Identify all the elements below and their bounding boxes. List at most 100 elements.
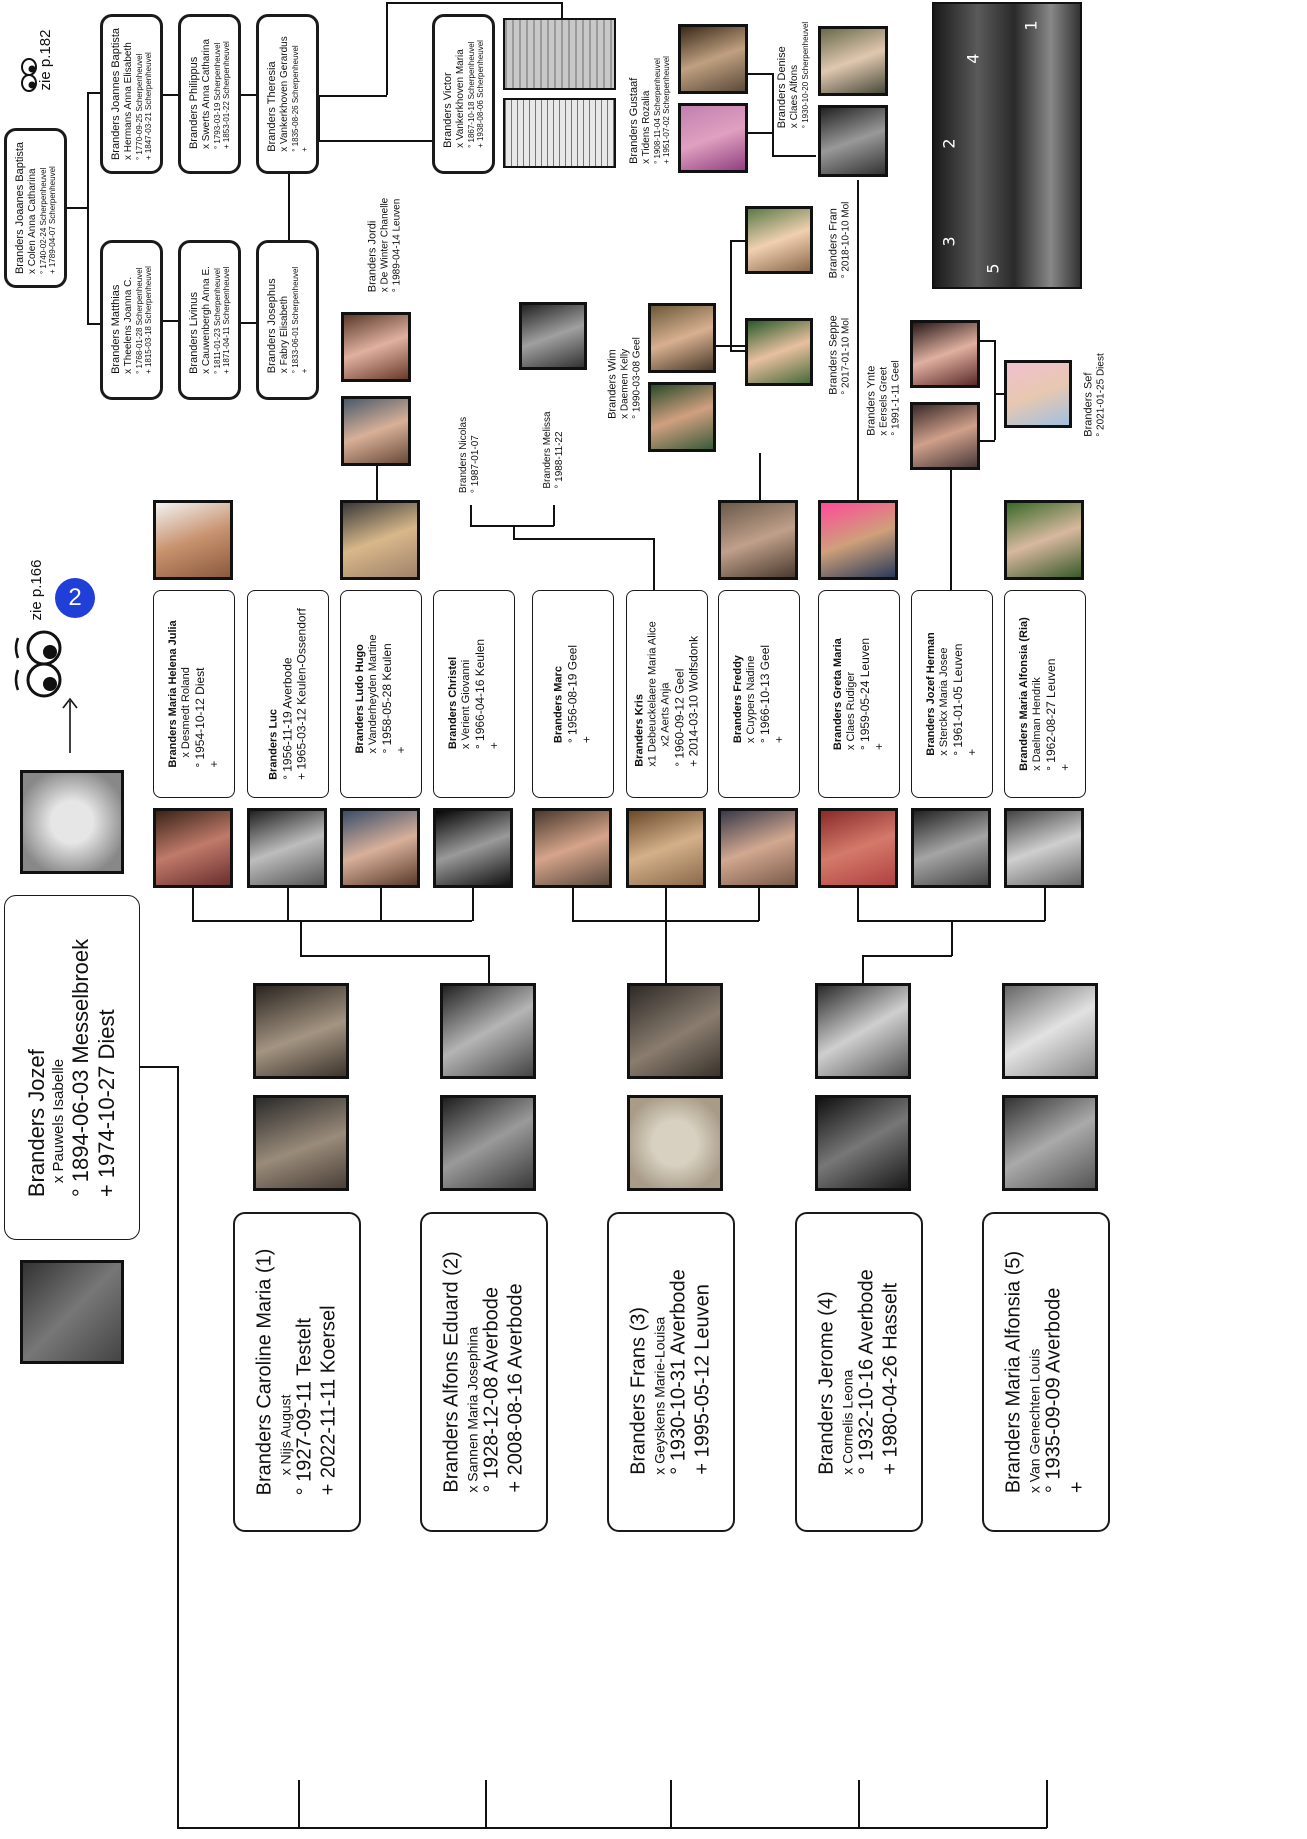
grandchild-card[interactable]: Branders Kris x1 Debeuckelaere Maria Ali… (626, 590, 708, 798)
ancestor-card[interactable]: Branders Theresia x Vankerkhoven Gerardu… (256, 14, 319, 174)
ancestor-name: Branders Joannes Baptista (109, 27, 122, 161)
connector (470, 505, 472, 526)
grandchild-card[interactable]: Branders Marc ° 1956-08-19 Geel + (532, 590, 614, 798)
connector (857, 888, 859, 921)
connector (1044, 888, 1046, 921)
connector (994, 393, 1006, 395)
gustaaf-birth: ° 1908-11-04 Scherpenheuvel (652, 58, 662, 164)
xref-mid[interactable]: zie p.166 (22, 550, 52, 630)
grandchild-card[interactable]: Branders Jozef Herman x Sterckx Maria Jo… (911, 590, 993, 798)
grandchild-name: Branders Marc (552, 666, 565, 744)
jordi-birth: ° 1989-04-14 Leuven (391, 198, 403, 293)
connector (772, 73, 774, 155)
grandchild-card[interactable]: Branders Luc ° 1956-11-19 Averbode + 196… (247, 590, 329, 798)
connector (386, 2, 388, 95)
grandchild-death: + (486, 742, 501, 750)
nicolas-name: Branders Nicolas (458, 416, 470, 494)
ancestor-card[interactable]: Branders Joaanes Baptista x Colen Anna C… (4, 128, 67, 288)
grandchild-card[interactable]: Branders Maria Alfonsia (Ria) x Daelman … (1004, 590, 1086, 798)
grandchild-spouse: x Cuypers Nadine (744, 655, 757, 744)
grandchild-spouse: x Desmedt Roland (179, 667, 192, 758)
grandchild-card[interactable]: Branders Freddy x Cuypers Nadine ° 1966-… (718, 590, 800, 798)
fran-label: Branders Fran ° 2018-10-10 Mol (820, 200, 860, 280)
grandchild-spouse: x Claes Rudiger (844, 671, 857, 751)
connector (759, 453, 761, 501)
connector (561, 2, 563, 20)
connector (857, 920, 1045, 922)
grandchild-birth: ° 1966-10-13 Geel (757, 644, 772, 744)
child-birth: ° 1930-10-31 Averbode (667, 1269, 690, 1475)
child-birth: ° 1927-09-11 Testelt (293, 1318, 316, 1496)
connector (472, 888, 474, 921)
seppe-photo (745, 318, 813, 386)
connector (653, 538, 655, 590)
root-death: + 1974-10-27 Diest (93, 1008, 119, 1197)
grandchild-death: + (871, 743, 886, 751)
connector (980, 440, 995, 442)
group-photo-number: 5 (983, 263, 1003, 274)
grandchild-spouse: x Sterckx Maria Josee (937, 647, 950, 756)
ancestor-birth: ° 1811-01-23 Scherpenheuvel (212, 268, 222, 374)
grandchild-spouse-photo (718, 500, 798, 580)
grandchild-spouse-photo (1004, 500, 1084, 580)
sef-name: Branders Sef (1082, 372, 1095, 437)
denise-spouse: x Claes Alfons (788, 64, 800, 128)
jordi-photo (341, 396, 411, 466)
melissa-label: Branders Melissa ° 1988-11-22 (534, 405, 574, 495)
grandchild-card[interactable]: Branders Greta Maria x Claes Rudiger ° 1… (818, 590, 900, 798)
connector (192, 920, 472, 922)
ancestor-card[interactable]: Branders Josephus x Fabry Elisabeth ° 18… (256, 240, 319, 400)
grandchild-card[interactable]: Branders Maria Helena Julia x Desmedt Ro… (153, 590, 235, 798)
ynte-spouse: x Eersels Greet (878, 366, 890, 436)
grandchild-spouse: x Verient Giovanni (459, 659, 472, 750)
grandchild-birth: ° 1958-05-28 Keulen (379, 643, 394, 754)
grandchild-card[interactable]: Branders Ludo Hugo x Vanderheyden Martin… (340, 590, 422, 798)
ancestor-card[interactable]: Branders Livinus x Cauwenbergh Anna E. °… (178, 240, 241, 400)
wim-spouse-photo (648, 303, 716, 373)
child-card[interactable]: Branders Caroline Maria (1) x Nijs Augus… (233, 1212, 361, 1532)
fran-name: Branders Fran (827, 208, 840, 279)
root-person-card[interactable]: Branders Jozef x Pauwels Isabelle ° 1894… (4, 895, 140, 1240)
connector (87, 92, 101, 94)
child-death: + 1980-04-26 Hasselt (879, 1282, 902, 1475)
fran-photo (745, 206, 813, 274)
connector (298, 1780, 300, 1828)
sef-label: Branders Sef ° 2021-01-25 Diest (1075, 345, 1115, 445)
connector (572, 888, 574, 921)
grandchild-card[interactable]: Branders Christel x Verient Giovanni ° 1… (433, 590, 515, 798)
child-card[interactable]: Branders Jerome (4) x Cornelis Leona ° 1… (795, 1212, 923, 1532)
child-card[interactable]: Branders Maria Alfonsia (5) x Van Genech… (982, 1212, 1110, 1532)
ancestor-card[interactable]: Branders Matthias x Theelens Joanna C. °… (100, 240, 163, 400)
child-photo (1002, 1095, 1098, 1191)
child-birth: ° 1932-10-16 Averbode (855, 1269, 878, 1475)
jordi-spouse: x De Winter Chanelle (379, 197, 391, 293)
child-photo (627, 1095, 723, 1191)
document-image (503, 98, 616, 168)
grandchild-name: Branders Greta Maria (831, 638, 844, 751)
child-spouse-photo (253, 983, 349, 1079)
child-card[interactable]: Branders Frans (3) x Geyskens Marie-Loui… (607, 1212, 735, 1532)
jordi-label: Branders Jordi x De Winter Chanelle ° 19… (360, 190, 410, 300)
xref-top[interactable]: zie p.182 (34, 20, 58, 100)
grandchild-birth: ° 1954-10-12 Diest (192, 667, 207, 768)
child-card[interactable]: Branders Alfons Eduard (2) x Sannen Mari… (420, 1212, 548, 1532)
grandchild-spouse: x Daelman Hendrik (1030, 677, 1043, 771)
ancestor-spouse: x Cauwenbergh Anna E. (200, 266, 212, 374)
child-spouse-photo (440, 983, 536, 1079)
connector (980, 340, 995, 342)
xref-top-text: zie p.182 (37, 29, 55, 91)
child-name: Branders Maria Alfonsia (5) (1002, 1250, 1025, 1494)
ancestor-card[interactable]: Branders Philippus x Swerts Anna Cathari… (178, 14, 241, 174)
group-photo-number: 1 (1021, 20, 1041, 31)
connector (87, 92, 89, 324)
ancestor-card[interactable]: Branders Victor x Vankerkhoven Maria ° 1… (432, 14, 495, 174)
connector (758, 888, 760, 921)
child-birth: ° 1928-12-08 Averbode (480, 1287, 503, 1493)
group-photo-number: 3 (939, 236, 959, 247)
connector (730, 350, 746, 352)
grandchild-death: + 2014-03-10 Wolfsdonk (686, 635, 701, 767)
child-birth: ° 1935-09-09 Averbode (1042, 1287, 1065, 1494)
grandchild-name: Branders Luc (267, 708, 280, 780)
ancestor-card[interactable]: Branders Joannes Baptista x Hermans Anna… (100, 14, 163, 174)
grandchild-spouse-photo (153, 500, 233, 580)
